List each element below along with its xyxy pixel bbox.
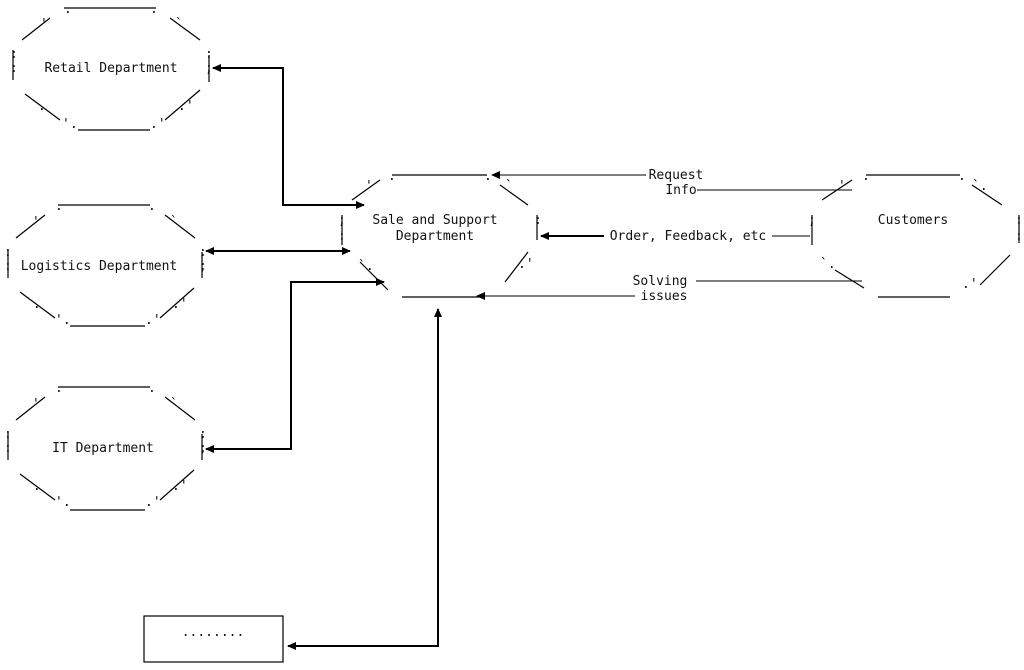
edge-solving-label-line1: Solving bbox=[633, 274, 688, 289]
svg-text:.: . bbox=[55, 199, 63, 214]
svg-text:.: . bbox=[148, 199, 156, 214]
svg-text:'.: '. bbox=[62, 117, 78, 132]
more-departments-label: ........ bbox=[182, 625, 245, 640]
sale-support-department-node: . . ' ` ; : : .' `. Sale and Support Dep… bbox=[338, 169, 542, 298]
svg-text::: : bbox=[4, 245, 12, 260]
svg-text:.: . bbox=[388, 169, 396, 184]
svg-text::: : bbox=[534, 213, 542, 228]
svg-text:.: . bbox=[148, 381, 156, 396]
edge-request-label-line1: Request bbox=[649, 168, 704, 183]
svg-text:`.: `. bbox=[972, 179, 988, 194]
sale-support-label-line2: Department bbox=[396, 229, 474, 244]
more-departments-node: ........ bbox=[143, 615, 284, 663]
svg-text::: : bbox=[205, 47, 213, 62]
svg-text::: : bbox=[1015, 229, 1023, 244]
svg-text:.: . bbox=[55, 381, 63, 396]
svg-text:`: ` bbox=[170, 215, 178, 230]
svg-text:.': .' bbox=[962, 277, 978, 292]
svg-text:.: . bbox=[150, 2, 158, 17]
logistics-department-label: Logistics Department bbox=[21, 259, 178, 274]
retail-department-label: Retail Department bbox=[44, 61, 177, 76]
edge-request-label-line2: Info bbox=[665, 183, 696, 198]
svg-text:'.: '. bbox=[55, 495, 71, 510]
svg-text::: : bbox=[338, 229, 346, 244]
svg-text:;: ; bbox=[199, 441, 207, 456]
svg-text:`.: `. bbox=[25, 479, 41, 494]
svg-text:.: . bbox=[64, 2, 72, 17]
edge-retail-sales bbox=[212, 64, 365, 209]
svg-text:`: ` bbox=[170, 397, 178, 412]
svg-text:`: ` bbox=[175, 17, 183, 32]
svg-text:.': .' bbox=[178, 99, 194, 114]
retail-department-node: . . ' ` : : : ; `. .' '. .' Retail Depar… bbox=[10, 2, 213, 132]
svg-text:.: . bbox=[862, 169, 870, 184]
svg-text:.': .' bbox=[172, 479, 188, 494]
svg-text:`.: `. bbox=[30, 99, 46, 114]
svg-text:.': .' bbox=[145, 313, 161, 328]
svg-text:;: ; bbox=[199, 259, 207, 274]
svg-text:': ' bbox=[365, 179, 373, 194]
svg-text:;: ; bbox=[205, 61, 213, 76]
logistics-department-node: . . ' ` : : : ; `. .' '. .' Logistics De… bbox=[4, 199, 207, 328]
svg-text::: : bbox=[4, 259, 12, 274]
svg-text:': ' bbox=[838, 179, 846, 194]
svg-text::: : bbox=[1015, 213, 1023, 228]
customers-label: Customers bbox=[878, 213, 948, 228]
svg-text:': ' bbox=[40, 17, 48, 32]
svg-text:.': .' bbox=[172, 297, 188, 312]
svg-text:`: ` bbox=[505, 179, 513, 194]
svg-text::: : bbox=[10, 61, 18, 76]
edge-sales-more bbox=[287, 308, 442, 650]
edge-order-label: Order, Feedback, etc bbox=[610, 229, 767, 244]
edge-sales-it bbox=[205, 278, 385, 453]
svg-text:.: . bbox=[958, 169, 966, 184]
svg-text:': ' bbox=[32, 215, 40, 230]
svg-text::: : bbox=[199, 245, 207, 260]
svg-text:': ' bbox=[32, 397, 40, 412]
svg-text:'.: '. bbox=[55, 313, 71, 328]
edge-solving-label-line2: issues bbox=[641, 289, 688, 304]
svg-text::: : bbox=[4, 441, 12, 456]
svg-text:`.: `. bbox=[25, 297, 41, 312]
svg-text:;: ; bbox=[808, 213, 816, 228]
it-department-label: IT Department bbox=[52, 441, 154, 456]
svg-text:`.: `. bbox=[358, 259, 374, 274]
svg-text:`.: `. bbox=[820, 257, 836, 272]
svg-text::: : bbox=[4, 427, 12, 442]
sale-support-label-line1: Sale and Support bbox=[372, 213, 497, 228]
svg-text::: : bbox=[199, 427, 207, 442]
it-department-node: . . ' ` : : : ; `. .' '. .' IT Departmen… bbox=[4, 381, 207, 511]
svg-text:.': .' bbox=[150, 117, 166, 132]
svg-text:.: . bbox=[484, 169, 492, 184]
svg-text:.': .' bbox=[145, 495, 161, 510]
svg-text:.': .' bbox=[518, 257, 534, 272]
svg-text:;: ; bbox=[338, 213, 346, 228]
customers-node: . . ' `. ; : : `. .' Customers bbox=[808, 169, 1023, 298]
svg-text::: : bbox=[10, 47, 18, 62]
